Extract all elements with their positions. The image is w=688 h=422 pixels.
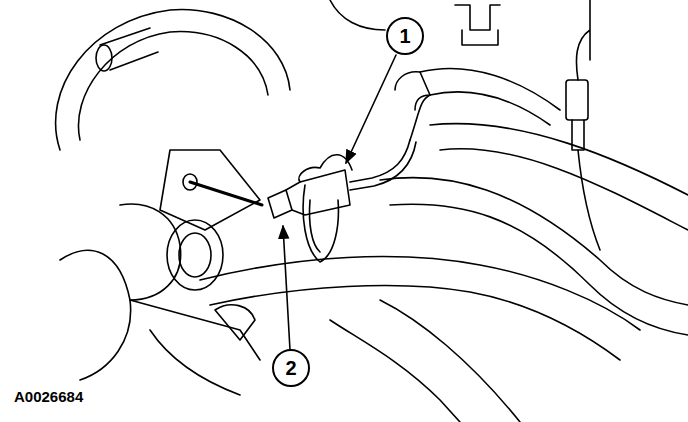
figure-id: A0026684 bbox=[14, 388, 83, 405]
callout-number: 2 bbox=[285, 357, 296, 380]
callout-circle: 2 bbox=[272, 349, 310, 387]
callout-number: 1 bbox=[399, 25, 410, 48]
callout-circle: 1 bbox=[386, 17, 424, 55]
